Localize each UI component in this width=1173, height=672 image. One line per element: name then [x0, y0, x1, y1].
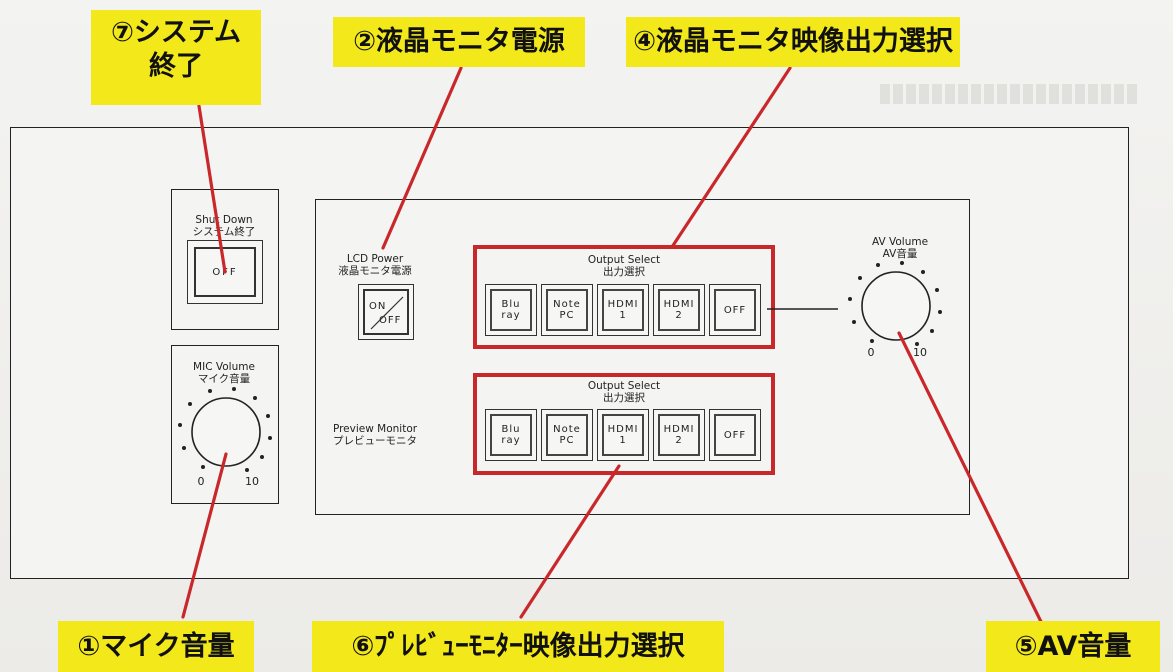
preview-monitor-title-en: Preview Monitor: [332, 423, 418, 435]
mic-volume-title-en: MIC Volume: [193, 361, 255, 373]
preview-output-select-title-ja: 出力選択: [603, 392, 645, 404]
lcd-power-off-label: OFF: [379, 315, 402, 326]
btn-line2: PC: [559, 310, 575, 321]
lcd-output-off-button[interactable]: OFF: [709, 284, 761, 336]
lcd-power-button[interactable]: ON OFF: [358, 284, 414, 340]
mic-scale-max: 10: [245, 475, 259, 488]
leader-lcd-power: [381, 66, 463, 250]
av-scale-dots: [848, 261, 942, 346]
av-volume-title-ja: AV音量: [882, 248, 918, 260]
btn-line2: 1: [619, 310, 627, 321]
btn-line2: PC: [559, 435, 575, 446]
btn-line1: Blu: [501, 424, 521, 435]
shutdown-title-en: Shut Down: [195, 214, 253, 226]
callout-shutdown-line2: 終了: [149, 51, 203, 82]
av-scale-max: 10: [913, 346, 927, 359]
btn-line2: 2: [675, 310, 683, 321]
av-volume-title-en: AV Volume: [871, 236, 929, 248]
btn-line2: 2: [675, 435, 683, 446]
lcd-output-select-title-en: Output Select: [587, 254, 661, 266]
btn-line2: ray: [501, 310, 521, 321]
btn-line1: HDMI: [607, 424, 639, 435]
leader-mic-volume: [181, 452, 228, 619]
leader-shutdown: [197, 104, 227, 274]
btn-line1: Blu: [501, 299, 521, 310]
preview-output-off-button[interactable]: OFF: [709, 409, 761, 461]
av-volume-knob[interactable]: [861, 271, 931, 341]
callout-lcd-power: ②液晶モニタ電源: [333, 17, 585, 67]
lcd-power-on-label: ON: [369, 301, 387, 312]
lcd-output-select-highlight: [473, 245, 775, 349]
btn-line2: 1: [619, 435, 627, 446]
lcd-power-title-en: LCD Power: [346, 253, 404, 265]
leader-lcd-output: [670, 66, 792, 249]
callout-av-volume: ⑤AV音量: [986, 621, 1160, 672]
preview-output-select-title-en: Output Select: [587, 380, 661, 392]
background-text: [880, 84, 1140, 104]
callout-lcd-output: ④液晶モニタ映像出力選択: [626, 17, 960, 67]
btn-line1: HDMI: [663, 299, 695, 310]
lcd-output-select-title-ja: 出力選択: [603, 266, 645, 278]
lcd-power-title-ja: 液晶モニタ電源: [338, 265, 412, 277]
btn-line1: OFF: [723, 429, 747, 441]
mic-volume-title-ja: マイク音量: [197, 373, 251, 385]
mic-scale-dots: [178, 387, 272, 472]
btn-line2: ray: [501, 435, 521, 446]
monitor-control-panel: [315, 199, 970, 515]
preview-output-select-highlight: [473, 373, 775, 475]
lcd-power-slash: [370, 296, 404, 330]
btn-line1: HDMI: [663, 424, 695, 435]
preview-monitor-title-ja: プレビューモニタ: [333, 435, 417, 447]
callout-shutdown: ⑦システム 終了: [91, 10, 261, 105]
btn-line1: OFF: [723, 304, 747, 316]
callout-shutdown-line1: ⑦システム: [110, 17, 242, 48]
shutdown-off-button[interactable]: OFF: [187, 240, 263, 304]
leader-lines: [181, 66, 1052, 642]
shutdown-title-ja: システム終了: [192, 226, 256, 238]
leader-av-volume: [897, 331, 1052, 642]
mic-scale-min: 0: [197, 475, 205, 488]
callout-mic-volume: ①マイク音量: [58, 621, 254, 672]
av-scale-min: 0: [867, 346, 875, 359]
callout-preview-output: ⑥ﾌﾟﾚﾋﾞｭｰﾓﾆﾀｰ映像出力選択: [312, 621, 724, 672]
leader-preview-output: [519, 464, 621, 619]
btn-line1: Note: [553, 424, 581, 435]
mic-volume-knob[interactable]: [191, 397, 261, 467]
btn-line1: HDMI: [607, 299, 639, 310]
btn-line1: Note: [553, 299, 581, 310]
